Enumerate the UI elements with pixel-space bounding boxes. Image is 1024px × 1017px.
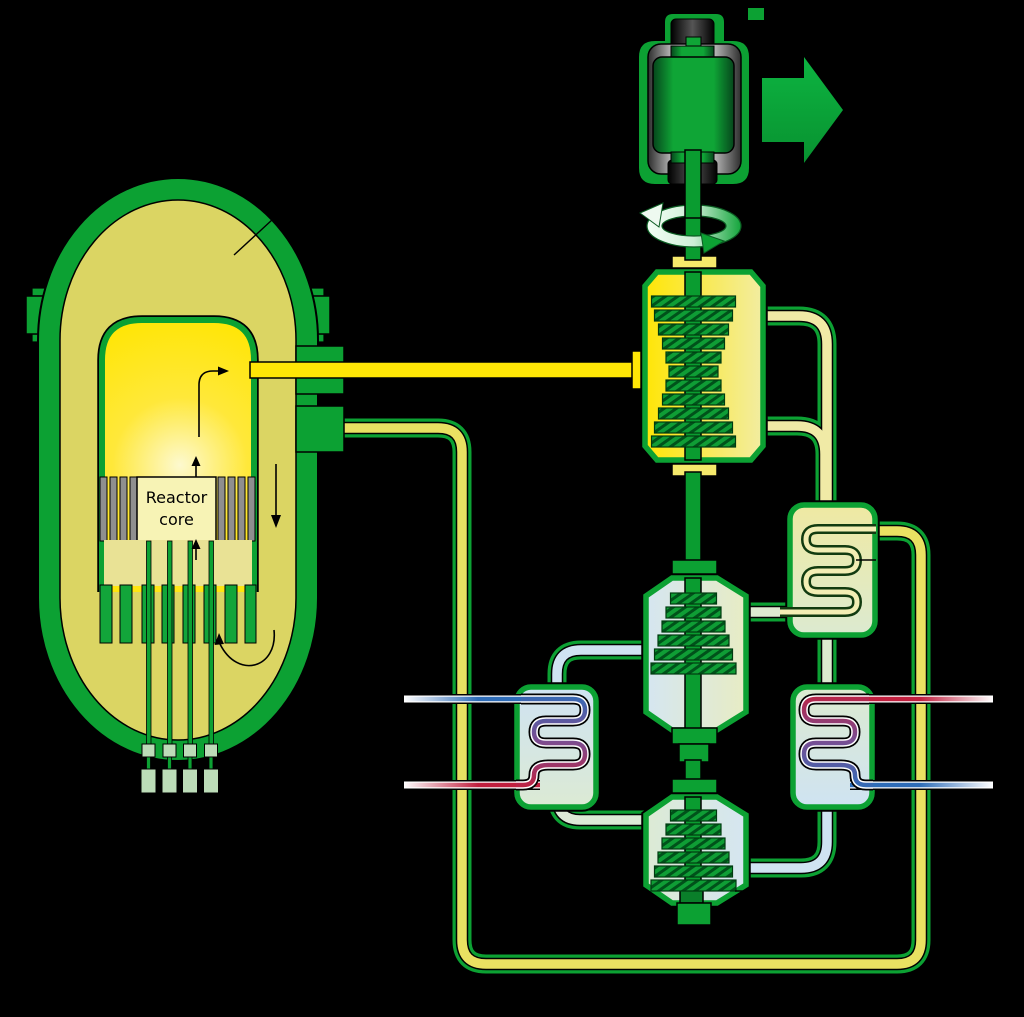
turbine-blades bbox=[650, 295, 737, 448]
flow-arrow-turnaround-icon bbox=[214, 629, 275, 667]
hp-compressor-blades bbox=[650, 592, 737, 675]
label-leader-line-vessel bbox=[233, 218, 274, 256]
control-rods bbox=[99, 540, 257, 757]
flow-arrow-up-below-core-icon bbox=[191, 539, 201, 560]
generator bbox=[637, 8, 764, 186]
control-rod-drives bbox=[140, 743, 219, 794]
hp-compressor bbox=[641, 559, 751, 763]
flow-arrow-down-downcomer-icon bbox=[271, 464, 281, 528]
generator-rotor bbox=[652, 36, 735, 164]
recuperator bbox=[780, 500, 880, 640]
flow-arrow-outlet-icon bbox=[198, 366, 229, 437]
intercooler-coil bbox=[516, 693, 591, 791]
precooler-coil bbox=[798, 693, 873, 791]
recuperator-coil bbox=[780, 524, 876, 617]
reactor-core-label-line1: Reactor bbox=[146, 488, 208, 507]
lower-plenum bbox=[104, 540, 252, 586]
reactor-core-box bbox=[136, 476, 217, 542]
reactor-core-label-line2: core bbox=[159, 510, 194, 529]
flow-arrow-up-core-icon bbox=[191, 456, 201, 477]
reactor-vessel: Reactor core bbox=[25, 177, 345, 794]
lp-compressor bbox=[641, 778, 751, 926]
lp-compressor-blades bbox=[650, 809, 737, 892]
electrical-output-arrow-icon bbox=[762, 57, 843, 163]
turbine bbox=[640, 255, 768, 477]
generator-label-mark bbox=[748, 8, 764, 20]
rotation-arrow-icon bbox=[639, 149, 742, 254]
shaft-turbine-hp bbox=[684, 471, 702, 565]
